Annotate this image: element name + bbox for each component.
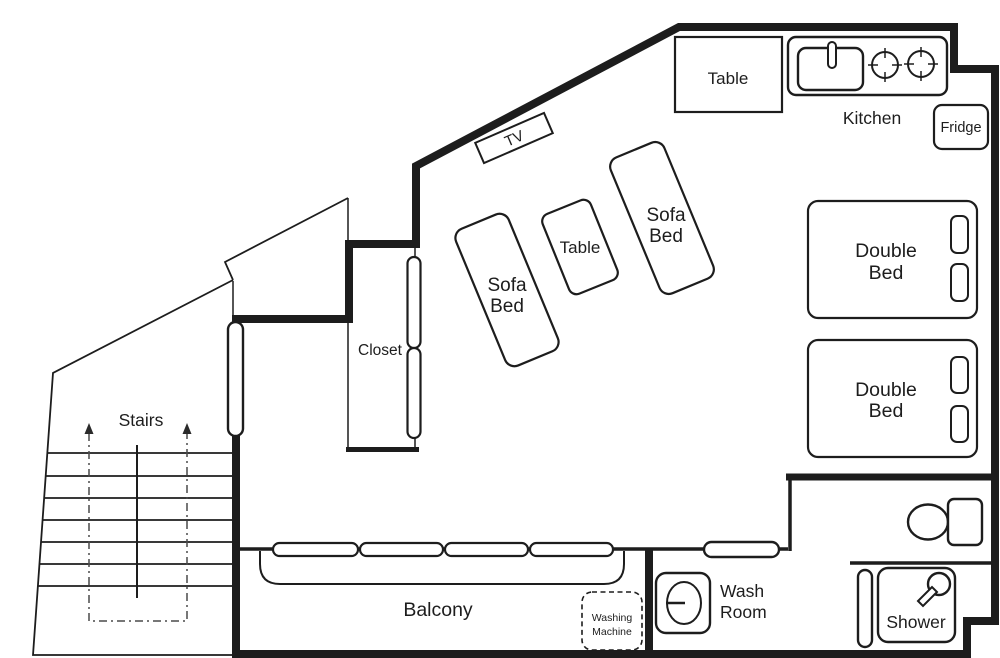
stairs-area	[32, 197, 349, 656]
shower-stall	[876, 566, 957, 644]
tv: TV	[473, 111, 555, 165]
washing-machine	[581, 591, 643, 651]
doors	[226, 255, 874, 649]
bed-outline	[806, 338, 979, 459]
washing-machine-label-1: Washing	[592, 612, 633, 624]
double-bed-upper-label-2: Bed	[869, 262, 904, 284]
washing-machine-label-2: Machine	[592, 626, 632, 638]
sofa-bed-right	[609, 140, 715, 296]
up-arrowhead-left	[84, 423, 94, 434]
stove-burner-icon	[868, 47, 938, 82]
kitchen-counter	[786, 35, 949, 97]
double-bed-lower	[806, 338, 979, 459]
sofa-bed-right-label-2: Bed	[649, 226, 683, 247]
toilet-tank	[946, 497, 984, 547]
sofa-bed-left	[454, 212, 560, 368]
bed-outline	[806, 199, 979, 320]
loft-slope-line	[223, 197, 349, 281]
washbasin-icon	[654, 571, 712, 635]
stairs-door-icon	[226, 320, 245, 438]
double-bed-upper	[806, 199, 979, 320]
double-bed-lower-label-1: Double	[855, 379, 917, 401]
labels: Table Kitchen Fridge Sofa Bed Table Sofa…	[119, 69, 982, 638]
wash-room-label-2: Room	[720, 602, 767, 622]
balcony-door-icon	[528, 541, 615, 558]
sofa-bed-right-label-1: Sofa	[646, 205, 686, 226]
stairs-label: Stairs	[119, 410, 164, 430]
shower-label: Shower	[886, 612, 946, 632]
dining-table	[673, 35, 784, 114]
double-bed-lower-label-2: Bed	[869, 400, 904, 422]
sofa-bed-left-label-1: Sofa	[487, 275, 527, 296]
dining-table-label: Table	[708, 69, 749, 88]
pillow-icon	[950, 263, 969, 302]
balcony-door-icon	[443, 541, 530, 558]
washroom-door-icon	[702, 540, 781, 559]
toilet-icon	[906, 497, 984, 547]
stairs-dashed-route	[88, 433, 188, 622]
closet-label: Closet	[358, 342, 403, 359]
wash-room-label-1: Wash	[720, 581, 764, 601]
closet-sliding-door-icon	[406, 346, 422, 440]
balcony-label: Balcony	[403, 599, 473, 621]
double-bed-upper-label-1: Double	[855, 240, 917, 262]
fridge	[932, 103, 990, 151]
up-arrowhead-right	[182, 423, 192, 434]
balcony-inner-outline	[259, 551, 625, 585]
shower-box	[876, 566, 957, 644]
pillow-icon	[950, 356, 969, 394]
tv-label: TV	[502, 127, 526, 150]
toilet-bowl	[906, 503, 950, 541]
stairs-outline	[32, 279, 234, 656]
stair-treads	[38, 452, 232, 587]
low-table	[541, 198, 619, 296]
closet-sliding-door-icon	[406, 255, 422, 350]
shower-head-icon	[926, 571, 952, 597]
main-outer-wall	[232, 23, 999, 658]
kitchen-label: Kitchen	[843, 108, 901, 128]
pillow-icon	[950, 215, 969, 254]
pillow-icon	[950, 405, 969, 443]
balcony-door-icon	[358, 541, 445, 558]
low-table-label: Table	[560, 238, 601, 257]
kitchen-faucet-icon	[827, 41, 837, 69]
sofa-bed-left-label-2: Bed	[490, 296, 524, 317]
shower-door-icon	[856, 568, 874, 649]
stairs-direction-route	[84, 423, 192, 622]
balcony-door-icon	[271, 541, 360, 558]
shower-wand-icon	[916, 585, 939, 608]
fridge-label: Fridge	[940, 120, 981, 136]
outer-walls	[232, 23, 999, 658]
